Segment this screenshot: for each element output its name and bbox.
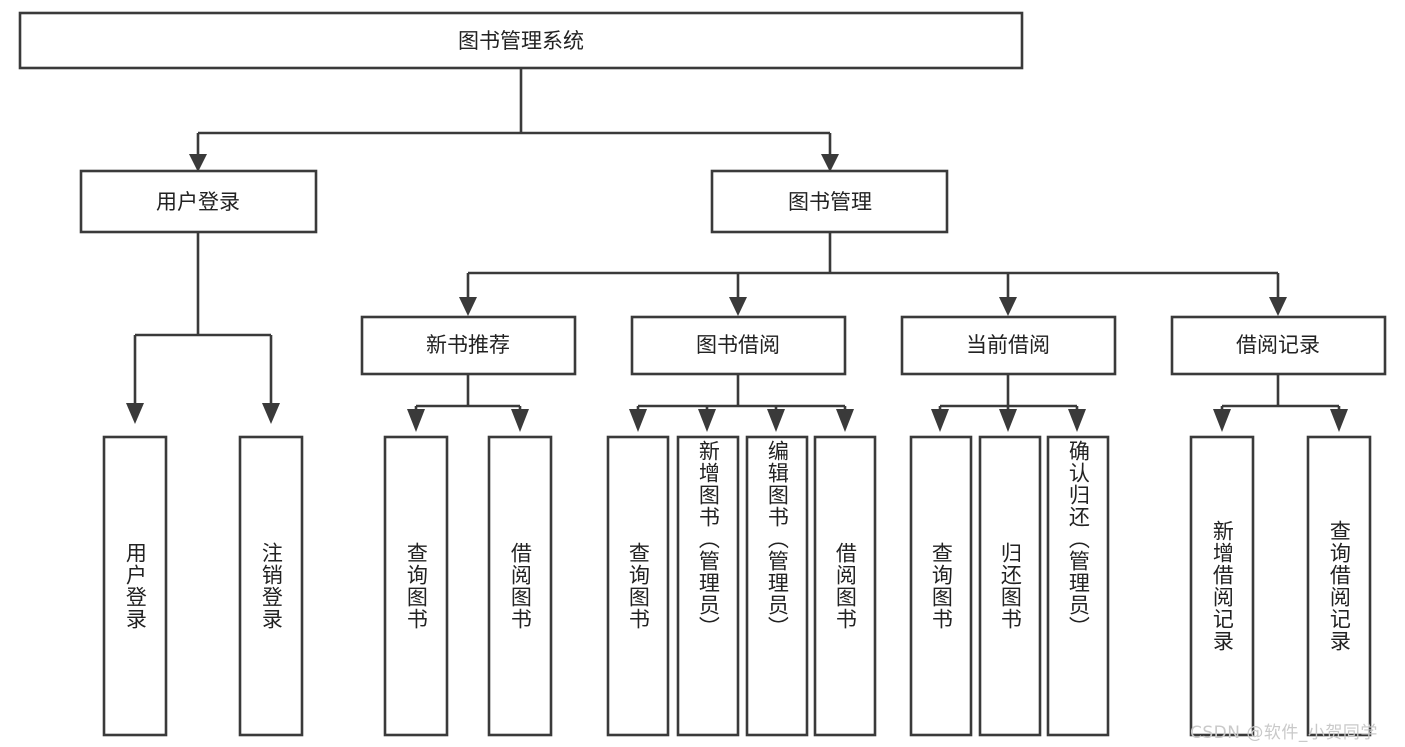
node-box-book-borrow[interactable] bbox=[630, 315, 847, 376]
arrow-head-nbr-leaf-1 bbox=[407, 409, 425, 432]
arrow-head-leaf-user-login bbox=[126, 403, 144, 424]
connector-group-borrow-records bbox=[1213, 374, 1348, 432]
node-borrow-records[interactable]: 借阅记录 bbox=[1170, 315, 1387, 376]
arrow-head-cb-leaf-2 bbox=[999, 409, 1017, 432]
node-box-book-management[interactable] bbox=[710, 169, 949, 234]
leaf-box-bb-1[interactable] bbox=[606, 435, 670, 737]
node-box-current-borrow[interactable] bbox=[900, 315, 1117, 376]
node-root[interactable]: 图书管理系统 bbox=[18, 11, 1024, 70]
leaf-box-nbr-1[interactable] bbox=[383, 435, 449, 737]
node-box-borrow-records[interactable] bbox=[1170, 315, 1387, 376]
node-label-root: 图书管理系统 bbox=[458, 29, 584, 53]
node-label-book-management: 图书管理 bbox=[788, 190, 872, 214]
arrow-head-bb-leaf-3 bbox=[767, 409, 785, 432]
leaf-box-bb-2[interactable] bbox=[676, 435, 740, 737]
connector-group-new-book-recommend bbox=[407, 374, 529, 432]
node-label-user-login: 用户登录 bbox=[156, 190, 240, 214]
node-new-book-recommend[interactable]: 新书推荐 bbox=[360, 315, 577, 376]
node-label-borrow-records: 借阅记录 bbox=[1236, 333, 1320, 357]
arrow-head-br-leaf-1 bbox=[1213, 409, 1231, 432]
node-book-borrow[interactable]: 图书借阅 bbox=[630, 315, 847, 376]
leaf-box-cb-1[interactable] bbox=[909, 435, 973, 737]
leaf-box-br-1[interactable] bbox=[1189, 435, 1255, 737]
arrow-head-current-borrow bbox=[999, 297, 1017, 316]
leaf-box-user-login-1[interactable] bbox=[102, 435, 168, 737]
arrow-head-book-mgmt bbox=[821, 154, 839, 172]
leaf-boxes-user-login[interactable] bbox=[102, 435, 304, 737]
connector-group-current-borrow bbox=[931, 374, 1086, 432]
arrow-head-user-login bbox=[189, 154, 207, 172]
node-label-current-borrow: 当前借阅 bbox=[966, 333, 1050, 357]
arrow-head-leaf-logout bbox=[262, 403, 280, 424]
arrow-head-new-book bbox=[459, 297, 477, 316]
leaf-boxes-book-borrow[interactable] bbox=[606, 435, 877, 737]
node-box-user-login[interactable] bbox=[79, 169, 318, 234]
csdn-watermark: CSDN @软件_小贺同学 bbox=[1190, 723, 1378, 743]
arrow-head-borrow-records bbox=[1269, 297, 1287, 316]
node-label-book-borrow: 图书借阅 bbox=[696, 333, 780, 357]
arrow-head-book-borrow bbox=[729, 297, 747, 316]
leaf-box-cb-3[interactable] bbox=[1046, 435, 1110, 737]
node-current-borrow[interactable]: 当前借阅 bbox=[900, 315, 1117, 376]
arrow-head-br-leaf-2 bbox=[1330, 409, 1348, 432]
node-box-root[interactable] bbox=[18, 11, 1024, 70]
connector-group-root bbox=[189, 68, 839, 172]
arrow-head-bb-leaf-4 bbox=[836, 409, 854, 432]
node-box-new-book-recommend[interactable] bbox=[360, 315, 577, 376]
leaf-boxes-current-borrow[interactable] bbox=[909, 435, 1110, 737]
leaf-box-nbr-2[interactable] bbox=[487, 435, 553, 737]
arrow-head-bb-leaf-1 bbox=[629, 409, 647, 432]
leaf-box-br-2[interactable] bbox=[1306, 435, 1372, 737]
arrow-head-cb-leaf-1 bbox=[931, 409, 949, 432]
leaf-boxes-new-book-recommend[interactable] bbox=[383, 435, 553, 737]
connector-group-book-borrow bbox=[629, 374, 854, 432]
node-label-new-book-recommend: 新书推荐 bbox=[426, 333, 510, 357]
leaf-box-user-login-2[interactable] bbox=[238, 435, 304, 737]
connector-group-book-mgmt bbox=[459, 232, 1287, 316]
arrow-head-bb-leaf-2 bbox=[698, 409, 716, 432]
node-user-login[interactable]: 用户登录 bbox=[79, 169, 318, 234]
arrow-head-cb-leaf-3 bbox=[1068, 409, 1086, 432]
leaf-box-bb-4[interactable] bbox=[813, 435, 877, 737]
arrow-head-nbr-leaf-2 bbox=[511, 409, 529, 432]
node-book-management[interactable]: 图书管理 bbox=[710, 169, 949, 234]
leaf-boxes-borrow-records[interactable] bbox=[1189, 435, 1372, 737]
leaf-box-bb-3[interactable] bbox=[745, 435, 809, 737]
leaf-box-cb-2[interactable] bbox=[978, 435, 1042, 737]
connector-group-user-login bbox=[126, 232, 280, 424]
